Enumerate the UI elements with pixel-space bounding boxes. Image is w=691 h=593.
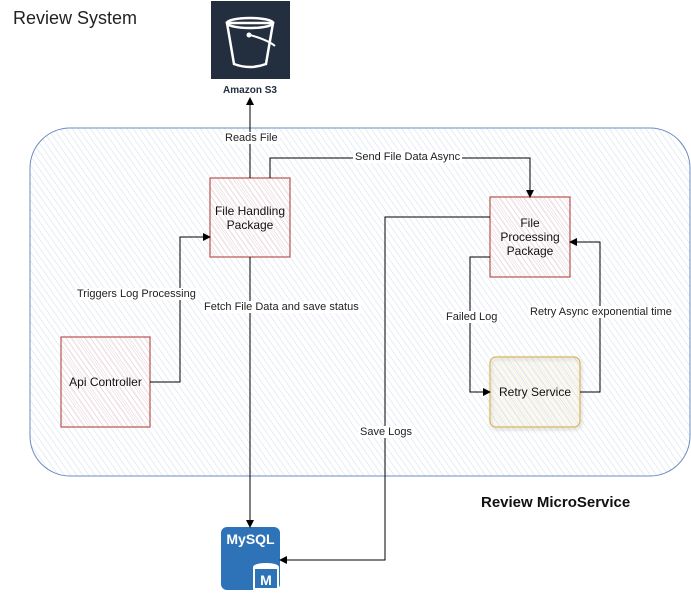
page-title: Review System: [13, 8, 138, 28]
edge-label-retry-async: Retry Async exponential time: [528, 306, 674, 318]
mysql-label: MySQL: [226, 531, 275, 547]
mysql-database-icon: M: [221, 527, 280, 593]
edge-label-failed-log: Failed Log: [444, 311, 500, 323]
amazon-s3-label: Amazon S3: [223, 85, 277, 96]
edge-label-save-logs: Save Logs: [358, 426, 414, 438]
s3-bucket-icon: [211, 1, 290, 79]
edge-save-logs: [279, 216, 490, 564]
edge-label-fetch-file-data: Fetch File Data and save status: [202, 301, 361, 313]
edge-label-triggers-log-processing: Triggers Log Processing: [75, 288, 198, 300]
microservice-label: Review MicroService: [481, 494, 631, 511]
svg-text:M: M: [260, 572, 272, 588]
file-processing-package-label: File Processing Package: [500, 216, 560, 258]
edge-label-reads-file: Reads File: [223, 132, 280, 144]
file-handling-package-label: File Handling Package: [214, 203, 286, 232]
edge-triggers-log-processing: [150, 233, 211, 383]
edge-failed-log: [469, 256, 491, 396]
file-processing-package-box[interactable]: [489, 196, 571, 278]
file-handling-package-box[interactable]: [209, 177, 291, 258]
api-controller-box[interactable]: [60, 336, 151, 428]
retry-service-label: Retry Service: [498, 385, 572, 399]
edge-label-send-file-data-async: Send File Data Async: [353, 151, 463, 163]
api-controller-label: Api Controller: [69, 375, 142, 389]
